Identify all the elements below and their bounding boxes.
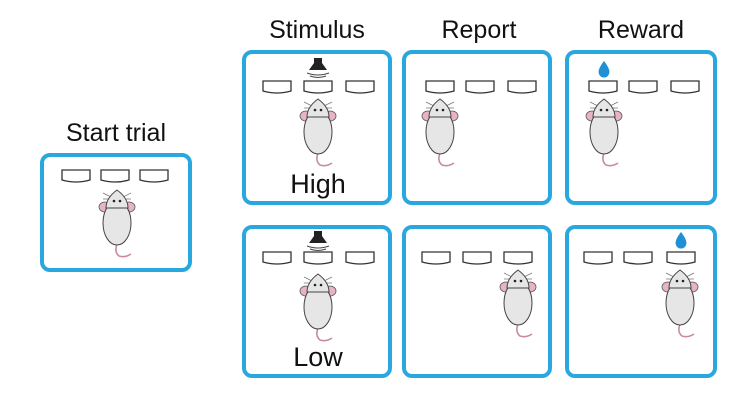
panel-stimulus-high: High bbox=[242, 50, 392, 205]
port-center bbox=[303, 80, 333, 94]
port-center bbox=[100, 169, 130, 183]
port-left bbox=[583, 251, 613, 265]
port-right bbox=[345, 251, 375, 265]
port-right bbox=[139, 169, 169, 183]
port-right bbox=[666, 251, 696, 265]
port-center bbox=[623, 251, 653, 265]
condition-high-label: High bbox=[290, 169, 346, 199]
port-left bbox=[421, 251, 451, 265]
panel-reward-low bbox=[565, 225, 717, 378]
panel-report-high bbox=[402, 50, 552, 205]
port-left bbox=[262, 251, 292, 265]
port-right bbox=[507, 80, 537, 94]
port-right bbox=[345, 80, 375, 94]
port-center bbox=[462, 251, 492, 265]
port-left bbox=[588, 80, 618, 94]
panel-reward-high bbox=[565, 50, 717, 205]
reward-label: Reward bbox=[598, 16, 684, 44]
port-right bbox=[503, 251, 533, 265]
panel-report-low bbox=[402, 225, 552, 378]
panel-start-trial bbox=[40, 153, 192, 272]
panel-stimulus-low: Low bbox=[242, 225, 392, 378]
stimulus-label: Stimulus bbox=[269, 16, 365, 44]
port-left bbox=[61, 169, 91, 183]
port-right bbox=[670, 80, 700, 94]
port-center bbox=[303, 251, 333, 265]
report-label: Report bbox=[441, 16, 516, 44]
port-left bbox=[262, 80, 292, 94]
port-center bbox=[628, 80, 658, 94]
port-center bbox=[465, 80, 495, 94]
condition-low-label: Low bbox=[293, 342, 343, 372]
start-trial-label: Start trial bbox=[66, 119, 166, 147]
port-left bbox=[425, 80, 455, 94]
